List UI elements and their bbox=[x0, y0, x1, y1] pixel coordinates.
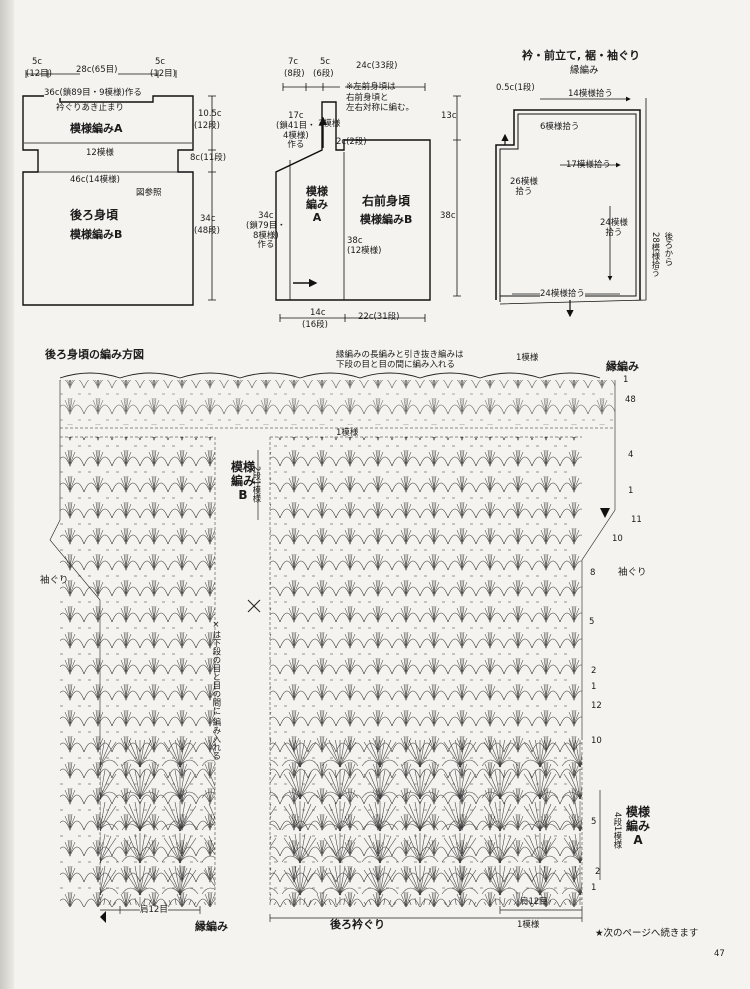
chart-armhole-right: 袖ぐり bbox=[618, 567, 647, 578]
edge-pick24b: 24模様拾う bbox=[540, 289, 585, 299]
chart-row-label: 2 bbox=[595, 867, 601, 877]
continue-note: ★次のページへ続きます bbox=[595, 928, 699, 939]
chart-pattern-a: 模様 編み A bbox=[626, 805, 651, 847]
front-h38: 38c (12模様) bbox=[347, 236, 382, 257]
crochet-chart bbox=[49, 372, 616, 923]
chart-row-label: 2 bbox=[591, 666, 597, 676]
chart-row-label: 10 bbox=[591, 736, 602, 746]
edge-from-back: 後ろから bbox=[662, 232, 673, 266]
edge-pick28: 28模様拾う bbox=[649, 232, 660, 277]
chart-note: 縁編みの長編みと引き抜き編みは 下段の目と目の間に編み入れる bbox=[336, 350, 464, 371]
edge-pick6: 6模様拾う bbox=[540, 122, 580, 132]
chart-two-rows: 2段1模様 bbox=[250, 466, 261, 503]
back-h1: 10.5c bbox=[198, 109, 222, 119]
chart-row-label: 11 bbox=[631, 515, 642, 525]
back-h1-rows: (12段) bbox=[194, 121, 220, 131]
back-h3: 34c bbox=[200, 214, 216, 224]
front-w2: 2c(2段) bbox=[336, 137, 367, 147]
chart-row-label: 1 bbox=[628, 486, 634, 496]
front-pattern-a: 模様 編み A bbox=[306, 185, 328, 225]
front-w14-rows: (16段) bbox=[302, 320, 328, 330]
edge-offset: 0.5c(1段) bbox=[496, 83, 535, 93]
back-pattern-b: 模様編みB bbox=[70, 228, 123, 241]
front-schematic bbox=[275, 83, 461, 322]
front-title: 右前身頃 bbox=[362, 194, 411, 208]
front-rows3: 3模様 bbox=[318, 119, 341, 129]
back-opening: 衿ぐりあき止まり bbox=[56, 103, 125, 113]
edge-pick26: 26模様 拾う bbox=[510, 177, 538, 198]
back-repeat12: 12模様 bbox=[86, 148, 114, 158]
back-pattern-a: 模様編みA bbox=[70, 122, 123, 135]
chart-row-label: 8 bbox=[590, 568, 596, 578]
back-w-right: 5c bbox=[155, 57, 166, 67]
back-w-mid: 28c(65目) bbox=[76, 65, 118, 75]
edge-pattern: 縁編み bbox=[570, 65, 599, 76]
back-ref: 図参照 bbox=[136, 188, 162, 198]
chart-repeat-top: 1模様 bbox=[516, 353, 539, 363]
edge-pick24: 24模様 拾う bbox=[600, 218, 628, 239]
front-h17: 17c (鎖41目・ 4模様) 作る bbox=[276, 111, 316, 151]
book-gutter-shadow bbox=[0, 0, 14, 989]
chart-edge: 縁編み bbox=[606, 360, 639, 373]
front-w5-rows: (6段) bbox=[313, 69, 334, 79]
front-h34: 34c (鎖79目・ 8模様) 作る bbox=[246, 211, 286, 251]
back-schematic bbox=[22, 70, 216, 306]
edge-title: 衿・前立て, 裾・袖ぐり bbox=[522, 49, 641, 62]
edge-pick17: 17模様拾う bbox=[566, 160, 611, 170]
chart-row-label: 5 bbox=[591, 817, 597, 827]
chart-row-label: 12 bbox=[591, 701, 602, 711]
front-w5: 5c bbox=[320, 57, 331, 67]
chart-x-note: ×は下段の目と目の間に 編み入れる bbox=[210, 620, 221, 761]
chart-title: 後ろ身頃の編み方図 bbox=[45, 348, 144, 361]
chart-four-rows: 4段1模様 bbox=[611, 812, 622, 849]
chart-back-neck: 後ろ衿ぐり bbox=[330, 918, 385, 931]
chart-repeat-bottom: 1模様 bbox=[517, 920, 540, 930]
chart-row-label: 5 bbox=[589, 617, 595, 627]
chart-row-label: 1 bbox=[591, 883, 597, 893]
front-w7-rows: (8段) bbox=[284, 69, 305, 79]
edge-pick14: 14模様拾う bbox=[568, 89, 613, 99]
back-title: 後ろ身頃 bbox=[70, 208, 119, 222]
chart-row-label: 4 bbox=[628, 450, 634, 460]
chart-row-label: 1 bbox=[623, 375, 629, 385]
front-w14: 14c bbox=[310, 308, 326, 318]
front-note: ※左前身頃は 右前身頃と 左右対称に編む。 bbox=[346, 82, 415, 114]
chart-pattern-b: 模様 編み B bbox=[231, 460, 256, 502]
chart-row-label: 1 bbox=[591, 682, 597, 692]
front-h38b: 38c bbox=[440, 211, 456, 221]
back-w-right-rows: (12目) bbox=[150, 69, 176, 79]
back-chain: 36c(鎖89目・9模様)作る bbox=[44, 88, 142, 98]
front-pattern-b: 模様編みB bbox=[360, 213, 413, 226]
back-h2: 8c(11段) bbox=[190, 153, 227, 163]
chart-armhole-left: 袖ぐり bbox=[40, 575, 69, 586]
front-w24: 24c(33段) bbox=[356, 61, 398, 71]
back-w-left-rows: (12目) bbox=[26, 69, 52, 79]
back-w-left: 5c bbox=[32, 57, 43, 67]
front-h13: 13c bbox=[441, 111, 457, 121]
chart-row-48: 48 bbox=[625, 395, 636, 405]
front-w7: 7c bbox=[288, 57, 299, 67]
back-width46: 46c(14模様) bbox=[70, 175, 120, 185]
chart-edge-bottom: 縁編み bbox=[195, 920, 228, 933]
back-h3-rows: (48段) bbox=[194, 226, 220, 236]
chart-shoulder-right: 肩12目 bbox=[520, 897, 548, 907]
page-number: 47 bbox=[714, 949, 725, 959]
chart-shoulder-left: 肩12目 bbox=[140, 905, 168, 915]
front-w22: 22c(31段) bbox=[358, 312, 400, 322]
chart-row-label: 10 bbox=[612, 534, 623, 544]
chart-repeat-mid: 1模様 bbox=[336, 428, 359, 438]
